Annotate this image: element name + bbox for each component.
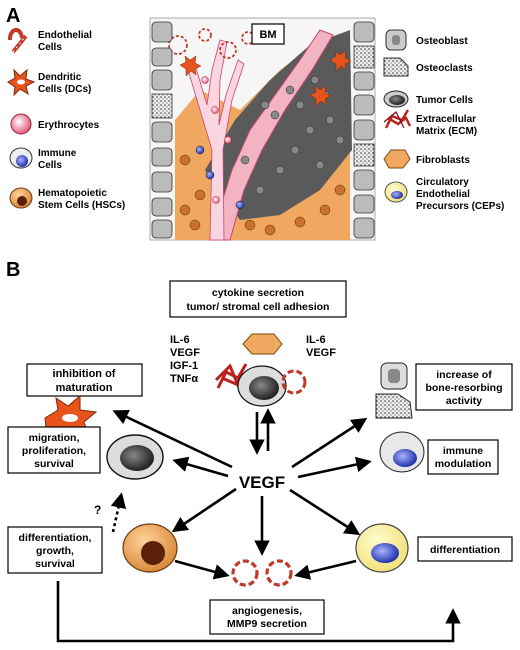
ecm-icon xyxy=(383,109,412,129)
legend-tumor: Tumor Cells xyxy=(416,95,473,106)
migration-box xyxy=(7,426,101,474)
bone-box-l3: activity xyxy=(446,395,482,407)
hsc-icon xyxy=(9,187,33,209)
differentiation-left-l1: differentiation, xyxy=(19,532,92,544)
legend-immune-l1: Immune xyxy=(38,148,77,159)
legend-hsc-l1: Hematopoietic xyxy=(38,188,107,199)
legend-osteoclasts: Osteoclasts xyxy=(416,63,473,74)
osteoblast-icon xyxy=(385,29,407,51)
bone-box-l1: increase of xyxy=(436,369,492,381)
legend-dendritic-l1: Dendritic xyxy=(38,72,82,83)
left-factor-1: IL-6 xyxy=(170,334,190,346)
legend-fibroblasts: Fibroblasts xyxy=(416,155,470,166)
angio-box-l2: MMP9 secretion xyxy=(227,618,307,630)
inhibition-box-l2: maturation xyxy=(56,382,113,394)
panel-b-label: B xyxy=(6,259,20,281)
bone-cells-b xyxy=(375,362,413,419)
differentiation-left-l2: growth, xyxy=(36,545,74,557)
differentiation-left-box xyxy=(7,526,103,574)
tumor-cells-icon xyxy=(383,90,409,108)
hsc-cell-b xyxy=(122,523,178,573)
legend-right-labels: Osteoblast Osteoclasts Tumor Cells Extra… xyxy=(416,36,504,212)
right-factor-2: VEGF xyxy=(306,347,336,359)
migration-box-l3: survival xyxy=(34,458,74,470)
legend-cep-l2: Endothelial xyxy=(416,189,470,200)
immune-box xyxy=(427,439,499,475)
left-factor-2: VEGF xyxy=(170,347,200,359)
legend-ecm-l1: Extracellular xyxy=(416,114,476,125)
differentiation-right-label: differentiation xyxy=(430,544,500,556)
differentiation-left-l3: survival xyxy=(35,558,75,570)
angiogenesis-vessels xyxy=(231,559,293,587)
legend-endothelial-l2: Cells xyxy=(38,42,62,53)
immune-cells-icon xyxy=(9,147,33,169)
erythrocytes-icon xyxy=(10,113,32,135)
bone-box xyxy=(415,363,513,411)
immune-cell-b xyxy=(379,431,425,473)
tumor-cell-b xyxy=(106,434,164,480)
cytokine-box-l2: tumor/ stromal cell adhesion xyxy=(187,301,330,313)
right-factor-1: IL-6 xyxy=(306,334,326,346)
legend-dendritic-l2: Cells (DCs) xyxy=(38,84,91,95)
immune-box-l2: modulation xyxy=(435,458,492,470)
panel-a-label: A xyxy=(6,5,20,27)
bm-label: BM xyxy=(259,29,276,41)
endothelial-cells-icon xyxy=(7,28,28,54)
legend-ecm-l2: Matrix (ECM) xyxy=(416,126,477,137)
migration-box-l2: proliferation, xyxy=(22,445,86,457)
bone-box-l2: bone-resorbing xyxy=(425,382,502,394)
cytokine-box xyxy=(169,280,347,318)
cep-icon xyxy=(384,181,408,203)
angio-box xyxy=(209,599,325,635)
right-factors: IL-6 VEGF xyxy=(306,334,336,359)
osteoclasts-icon xyxy=(383,57,409,77)
legend-osteoblast: Osteoblast xyxy=(416,36,468,47)
inhibition-box xyxy=(26,363,143,397)
differentiation-right-box xyxy=(417,536,513,562)
fibroblasts-icon xyxy=(383,149,411,169)
migration-box-l1: migration, xyxy=(29,432,80,444)
cep-cell-b xyxy=(355,523,409,573)
angio-box-l1: angiogenesis, xyxy=(232,605,302,617)
question-mark: ? xyxy=(94,503,101,517)
bone-marrow-illustration xyxy=(149,17,376,241)
legend-hsc-l2: Stem Cells (HSCs) xyxy=(38,200,125,211)
arrows xyxy=(56,408,461,643)
stromal-cluster xyxy=(214,333,307,407)
legend-cep-l3: Precursors (CEPs) xyxy=(416,201,504,212)
dendritic-cells-icon xyxy=(7,68,36,97)
legend-erythrocytes: Erythrocytes xyxy=(38,120,100,131)
left-factor-4: TNFα xyxy=(170,373,198,385)
cytokine-box-l1: cytokine secretion xyxy=(212,287,304,299)
legend-immune-l2: Cells xyxy=(38,160,62,171)
legend-endothelial-l1: Endothelial xyxy=(38,30,92,41)
left-factors: IL-6 VEGF IGF-1 TNFα xyxy=(170,334,200,385)
vegf-center-label: VEGF xyxy=(239,473,285,492)
immune-box-l1: immune xyxy=(443,445,483,457)
inhibition-box-l1: inhibition of xyxy=(53,368,116,380)
legend-cep-l1: Circulatory xyxy=(416,177,469,188)
legend-left-labels: Endothelial Cells Dendritic Cells (DCs) … xyxy=(38,30,125,211)
left-factor-3: IGF-1 xyxy=(170,360,198,372)
